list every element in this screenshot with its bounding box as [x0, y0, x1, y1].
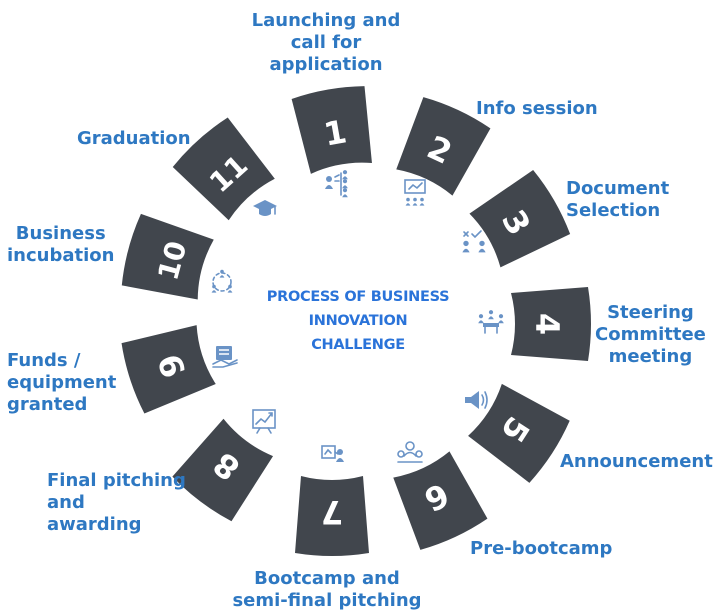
handshake-document-icon: [212, 346, 238, 368]
presentation-board-icon: [404, 179, 426, 206]
step-3-tile: [469, 169, 571, 268]
step-4-number: 4: [528, 313, 566, 335]
step-4-tile: [511, 287, 591, 361]
growth-chart-icon: [252, 409, 276, 434]
network-people-icon: [211, 269, 233, 293]
step-7-block: 7: [295, 476, 369, 556]
step-8-tile: [172, 418, 274, 522]
step-11-block: 11: [172, 117, 275, 221]
step-3-label: Document Selection: [566, 178, 670, 221]
step-8-label: Final pitching and awarding: [47, 470, 186, 535]
step-9-block: 9: [121, 325, 216, 414]
step-2-tile: [396, 97, 491, 196]
step-1-tile: [291, 86, 372, 174]
step-7-number: 7: [321, 493, 343, 531]
step-5-tile: [468, 383, 570, 483]
presenter-team-icon: [325, 170, 348, 198]
step-2-block: 2: [396, 97, 491, 196]
step-7-tile: [295, 476, 369, 556]
step-2-label: Info session: [476, 98, 598, 119]
step-4-block: 4: [511, 287, 591, 361]
group-icon: [397, 441, 423, 463]
step-4-label: Steering Committee meeting: [595, 302, 706, 367]
step-10-block: 10: [121, 213, 214, 300]
step-1-block: 1: [291, 86, 372, 174]
graduation-cap-icon: [253, 200, 277, 216]
step-11-tile: [172, 117, 275, 221]
step-11-label: Graduation: [77, 128, 191, 149]
title-line-3: CHALLENGE: [311, 337, 405, 353]
meeting-table-icon: [478, 310, 504, 334]
title-line-1: PROCESS OF BUSINESS: [266, 289, 450, 305]
diagram-title: PROCESS OF BUSINESS INNOVATION CHALLENGE: [228, 285, 488, 357]
step-6-tile: [393, 451, 488, 550]
step-1-label: Launching and call for application: [251, 10, 401, 75]
megaphone-icon: [465, 391, 488, 409]
step-10-tile: [121, 213, 214, 300]
step-9-label: Funds / equipment granted: [7, 350, 117, 415]
step-5-label: Announcement: [560, 451, 713, 472]
selection-people-icon: [462, 230, 486, 253]
step-10-label: Business incubation: [7, 223, 115, 266]
step-9-tile: [121, 325, 216, 414]
step-5-block: 5: [468, 383, 570, 483]
step-6-block: 6: [393, 451, 488, 550]
step-8-block: 8: [172, 418, 274, 522]
pitch-presenter-icon: [321, 445, 344, 462]
step-6-label: Pre-bootcamp: [470, 538, 613, 559]
title-line-2: INNOVATION: [308, 313, 408, 329]
step-3-block: 3: [469, 169, 571, 268]
step-7-label: Bootcamp and semi-final pitching: [232, 568, 422, 611]
